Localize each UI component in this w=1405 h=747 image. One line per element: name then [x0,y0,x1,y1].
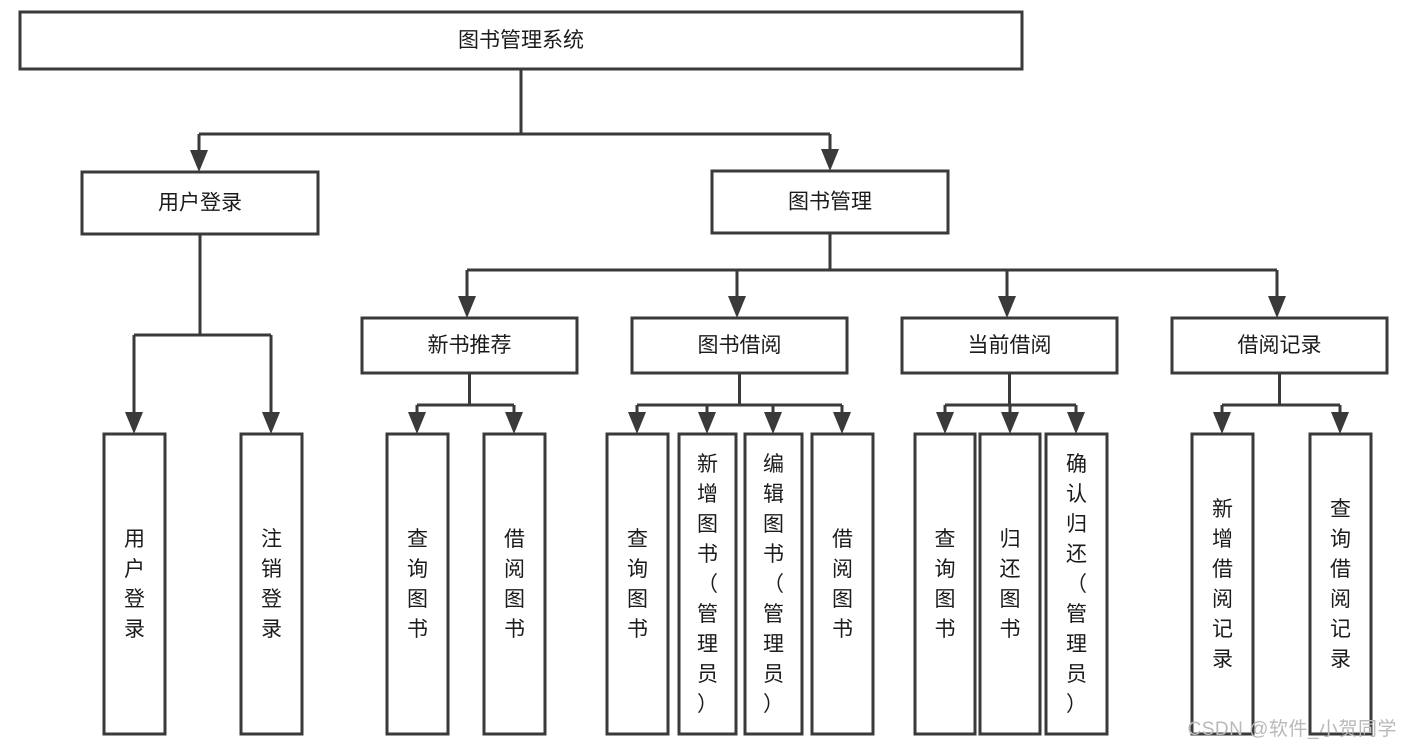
arrow-head-icon [458,296,476,318]
node-level2-0-box[interactable] [80,170,320,236]
arrow-head-icon [1268,296,1286,318]
node-leaf-7-box[interactable] [810,432,875,736]
node-leaf-12-label: 查询借阅记录 [1330,498,1351,671]
arrow-head-icon [936,412,954,434]
arrow-head-icon [833,412,851,434]
node-level3-3-box[interactable] [1170,316,1389,375]
node-leaf-8-box[interactable] [913,432,977,736]
node-root-label: 图书管理系统 [458,29,584,52]
node-level3-2-label: 当前借阅 [968,334,1052,357]
node-leaf-5-label: 新增图书（管理员） [697,453,718,716]
node-leaf-12-box[interactable] [1308,432,1373,736]
arrow-head-icon [698,412,716,434]
arrow-head-icon [1067,412,1085,434]
node-leaf-8-label: 查询图书 [935,528,956,641]
node-leaf-4-box[interactable] [605,432,670,736]
arrow-head-icon [728,296,746,318]
arrow-head-icon [821,149,839,171]
arrow-head-icon [408,412,426,434]
node-leaf-10-box[interactable] [1044,432,1109,736]
node-level3-3-label: 借阅记录 [1238,334,1322,357]
arrow-head-icon [998,296,1016,318]
node-level3-0-box[interactable] [360,316,579,375]
node-level3-0-label: 新书推荐 [428,334,512,357]
node-level3-1-label: 图书借阅 [698,334,782,357]
node-level2-1-label: 图书管理 [788,191,872,214]
node-leaf-6-box[interactable] [743,432,804,736]
arrow-head-icon [1331,412,1349,434]
node-leaf-0-label: 用户登录 [124,528,145,641]
arrow-head-icon [1001,412,1019,434]
arrow-head-icon [262,412,280,434]
node-leaf-0-box[interactable] [102,432,167,736]
arrow-head-icon [190,150,208,172]
arrow-head-icon [125,412,143,434]
node-level3-2-box[interactable] [900,316,1119,375]
node-leaf-3-label: 借阅图书 [504,528,525,641]
node-root-box[interactable] [18,10,1024,71]
node-leaf-9-box[interactable] [978,432,1042,736]
node-leaf-7-label: 借阅图书 [832,528,853,641]
node-level2-1-box[interactable] [710,169,950,235]
node-leaf-2-box[interactable] [385,432,450,736]
arrow-head-icon [505,412,523,434]
connectors-layer [125,69,1349,434]
node-leaf-1-label: 注销登录 [261,528,282,641]
node-leaf-1-box[interactable] [239,432,304,736]
node-level2-0-label: 用户登录 [158,192,242,215]
arrow-head-icon [764,412,782,434]
arrow-head-icon [1213,412,1231,434]
node-leaf-11-box[interactable] [1190,432,1255,736]
node-leaf-5-box[interactable] [677,432,738,736]
arrow-head-icon [628,412,646,434]
node-level3-1-box[interactable] [630,316,849,375]
node-leaf-9-label: 归还图书 [1000,528,1021,641]
node-leaf-10-label: 确认归还（管理员） [1066,453,1087,716]
node-leaf-2-label: 查询图书 [407,528,428,641]
node-leaf-11-label: 新增借阅记录 [1212,498,1233,671]
node-leaf-4-label: 查询图书 [627,528,648,641]
node-leaf-3-box[interactable] [482,432,547,736]
nodes-layer: 图书管理系统用户登录图书管理新书推荐图书借阅当前借阅借阅记录用户登录注销登录查询… [18,10,1389,736]
node-leaf-6-label: 编辑图书（管理员） [763,453,784,716]
